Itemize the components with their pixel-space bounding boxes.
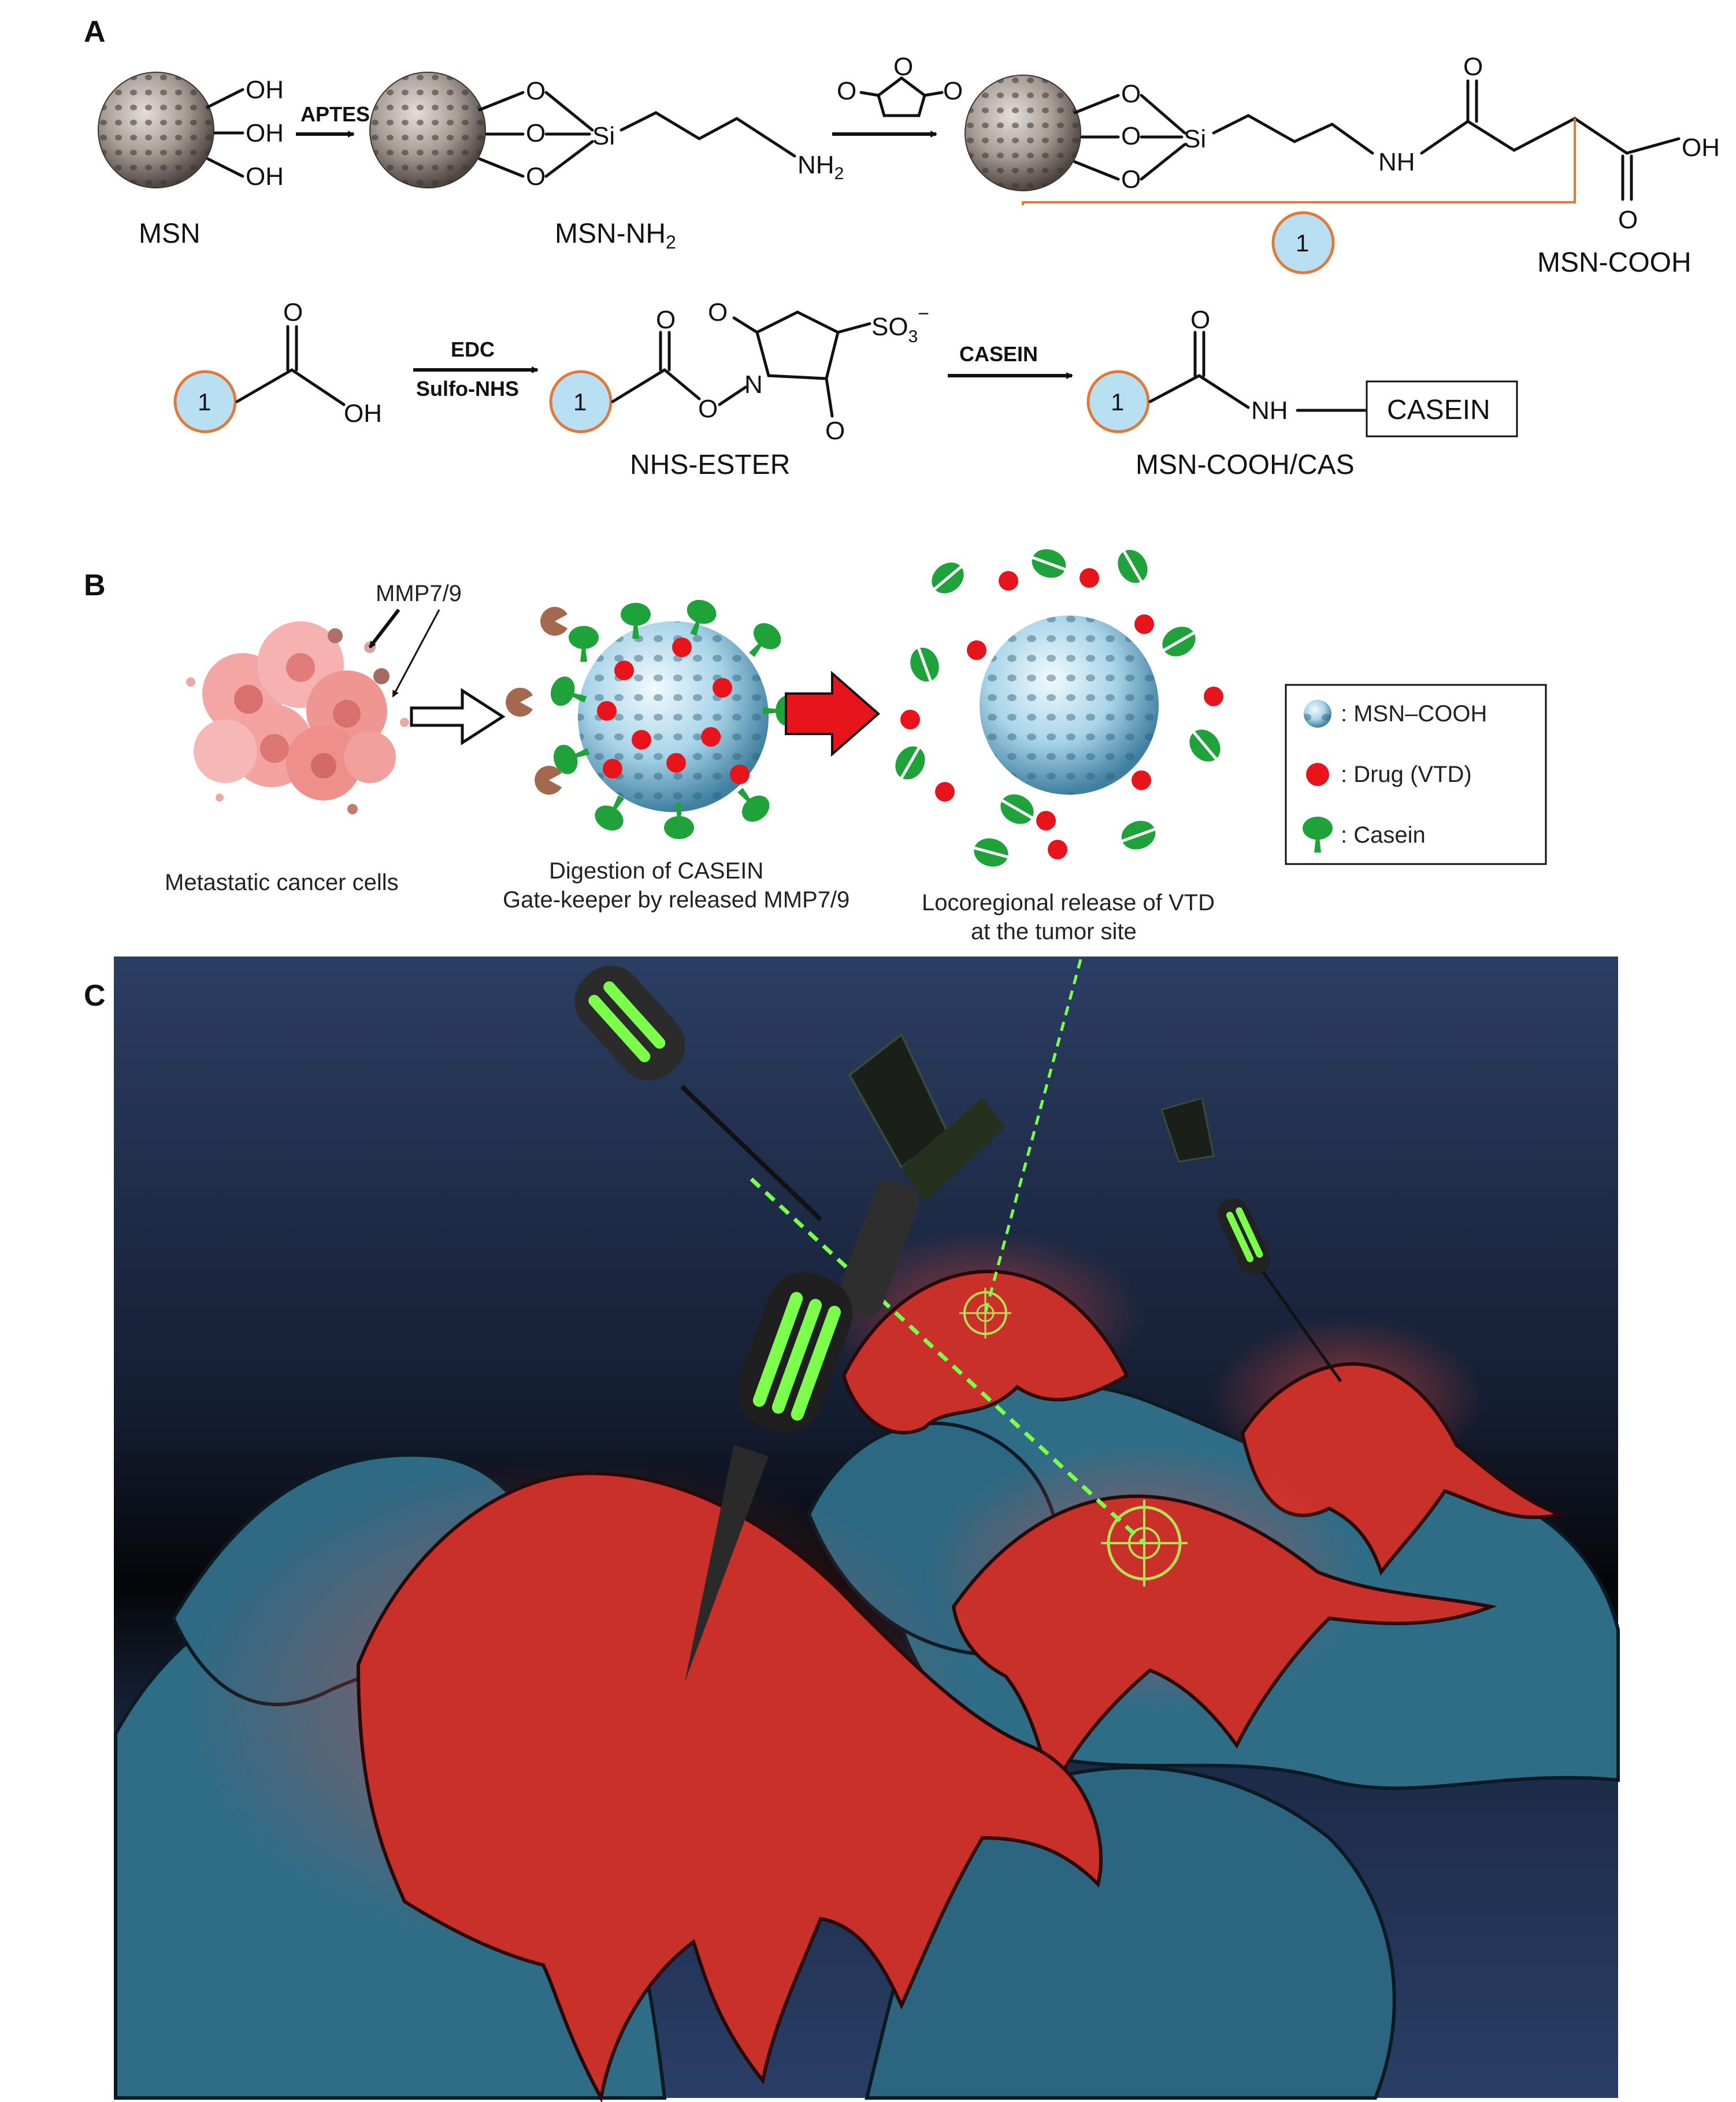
o-label: O <box>526 77 546 105</box>
si-label: Si <box>592 122 615 150</box>
cancer-cells-cluster-icon <box>186 621 409 814</box>
o-label: O <box>1618 206 1638 234</box>
reagent-casein: CASEIN <box>959 342 1038 366</box>
mmp-label: MMP7/9 <box>376 581 462 606</box>
label-msn: MSN <box>139 218 201 249</box>
target-reticle-icon <box>959 1288 1011 1339</box>
circle-one-label: 1 <box>1296 229 1309 257</box>
o-label: O <box>708 298 728 327</box>
oh-label: OH <box>246 119 284 147</box>
laser-line <box>984 959 1082 1314</box>
succinimide-ring <box>755 310 840 380</box>
panel-a-letter: A <box>84 15 106 49</box>
legend: : MSN–COOH : Drug (VTD) : Casein <box>1285 684 1547 865</box>
msn-particle-icon <box>965 75 1081 191</box>
dart-icon <box>685 1032 1006 1682</box>
circle-one-label: 1 <box>573 388 587 416</box>
reagent-aptes: APTES <box>301 102 370 126</box>
laser-line <box>750 1177 1146 1545</box>
o-label: O <box>698 395 718 423</box>
succinic-anhydride-icon: O O O <box>837 53 963 117</box>
nh-label: NH <box>1378 148 1415 176</box>
panel-b-letter: B <box>84 569 106 602</box>
panel-b: B MMP7/9 Metastatic cancer cells <box>84 544 1547 944</box>
legend-casein-label: : Casein <box>1341 822 1426 848</box>
label-msn-cooh-cas: MSN-COOH/CAS <box>1136 450 1355 480</box>
svg-text:O: O <box>837 77 856 105</box>
nh2-label: NH2 <box>797 151 844 183</box>
caption-release-2: at the tumor site <box>971 919 1137 944</box>
o-label: O <box>1190 306 1210 334</box>
casein-box-label: CASEIN <box>1387 395 1490 425</box>
legend-drug-icon <box>1306 763 1329 786</box>
label-msn-cooh: MSN-COOH <box>1537 247 1692 278</box>
o-label: O <box>526 119 546 147</box>
n-label: N <box>744 370 763 399</box>
caption-digestion-1: Digestion of CASEIN <box>549 858 763 884</box>
o-label: O <box>283 298 303 327</box>
reagent-sulfo-nhs: Sulfo-NHS <box>416 377 519 401</box>
circle-one-label: 1 <box>198 388 211 416</box>
released-drug-dots <box>900 568 1223 859</box>
oh-label: OH <box>246 162 284 191</box>
oh-label: OH <box>344 399 382 428</box>
red-arrow-icon <box>785 670 881 757</box>
legend-msn-label: : MSN–COOH <box>1341 701 1487 726</box>
orange-bracket <box>1022 118 1576 205</box>
mmp-enzyme-icon <box>540 607 567 636</box>
panel-c: C <box>84 957 1620 2102</box>
o-label: O <box>1121 122 1141 150</box>
oh-label: OH <box>246 76 284 104</box>
mmp-enzyme-icon <box>535 766 562 795</box>
reagent-edc: EDC <box>451 338 495 361</box>
label-nhs-ester: NHS-ESTER <box>630 450 790 480</box>
panel-a: A OH OH OH MSN APTES O O O Si NH2 MSN-NH… <box>84 15 1720 480</box>
caption-cells: Metastatic cancer cells <box>165 870 399 895</box>
dart-icon <box>574 965 822 1221</box>
panel-c-letter: C <box>84 979 106 1013</box>
si-label: Si <box>1184 125 1206 153</box>
legend-drug-label: : Drug (VTD) <box>1341 762 1472 787</box>
mmp-enzyme-icon <box>506 688 533 717</box>
o-label: O <box>1121 80 1141 108</box>
circle-one-label: 1 <box>1111 388 1124 416</box>
o-label: O <box>825 417 845 445</box>
caption-release-1: Locoregional release of VTD <box>922 890 1215 915</box>
msn-particle-icon <box>369 72 486 188</box>
o-label: O <box>656 306 676 334</box>
caption-digestion-2: Gate-keeper by released MMP7/9 <box>503 887 850 913</box>
legend-msn-icon <box>1304 700 1331 728</box>
casein-box <box>1366 380 1518 438</box>
oh-label: OH <box>1682 134 1720 162</box>
label-msn-nh2: MSN-NH2 <box>555 218 676 253</box>
svg-text:O: O <box>943 77 963 105</box>
released-msn-icon <box>980 616 1159 795</box>
red-cancer-cells <box>185 1231 1567 2102</box>
so3-label: SO3− <box>871 303 929 346</box>
msn-particle-icon <box>98 72 214 188</box>
open-arrow-icon <box>410 688 506 746</box>
o-label: O <box>526 162 546 191</box>
svg-text:O: O <box>893 53 913 81</box>
loaded-msn-icon <box>547 596 799 839</box>
o-label: O <box>1463 53 1483 81</box>
nh-label: NH <box>1251 396 1288 425</box>
dart-icon <box>1160 1097 1342 1382</box>
o-label: O <box>1121 165 1141 194</box>
